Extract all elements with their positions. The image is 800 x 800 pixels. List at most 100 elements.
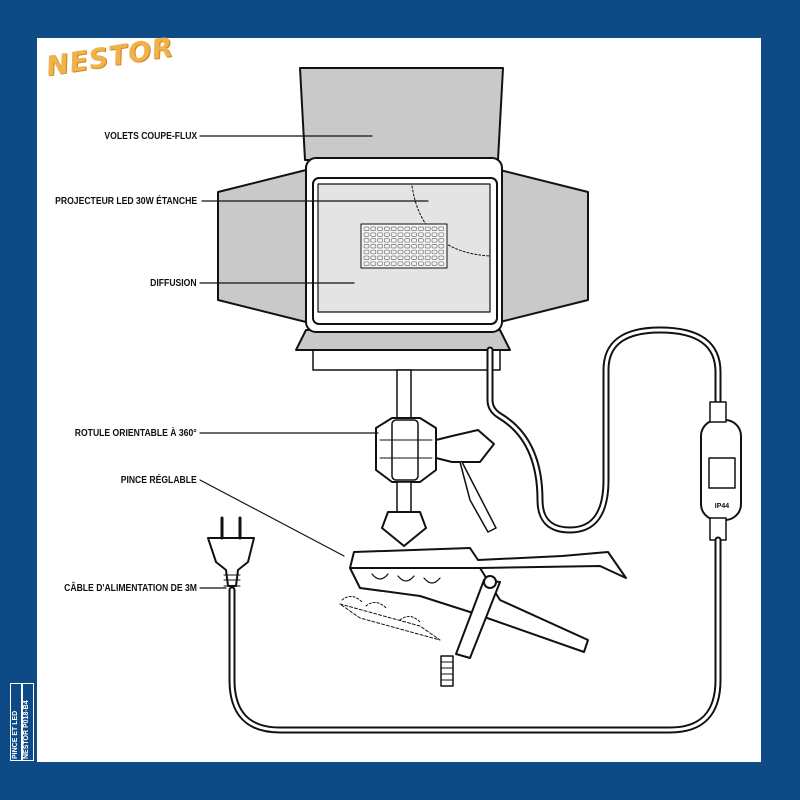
led-chip <box>360 223 448 269</box>
power-plug <box>207 537 255 587</box>
label-diffusion: DIFFUSION <box>150 277 197 289</box>
led-dot <box>377 244 383 249</box>
led-dot <box>431 232 438 237</box>
led-dot <box>438 255 445 260</box>
led-dot <box>370 249 377 255</box>
led-dot <box>411 255 417 260</box>
led-dot <box>377 238 383 243</box>
led-dot <box>384 261 390 266</box>
led-dot <box>424 249 431 255</box>
led-dot <box>384 244 390 249</box>
led-dot <box>390 249 397 255</box>
led-dot <box>438 226 445 231</box>
led-dot <box>363 249 370 255</box>
led-dot <box>390 232 397 237</box>
led-dot <box>438 238 445 243</box>
led-dot <box>424 255 431 260</box>
led-dot <box>411 226 417 231</box>
arm-stem <box>396 369 412 421</box>
label-cable: CÂBLE D'ALIMENTATION DE 3M <box>64 582 197 594</box>
led-dot <box>418 261 424 266</box>
led-dot <box>397 261 404 266</box>
led-dot <box>384 226 390 231</box>
led-dot <box>384 232 390 237</box>
led-dot <box>363 226 370 231</box>
led-dot <box>363 255 370 260</box>
led-dot <box>363 261 370 266</box>
led-dot <box>370 232 377 237</box>
ip-rating-label: IP44 <box>715 503 730 510</box>
led-dot <box>390 255 397 260</box>
led-dot <box>418 226 424 231</box>
led-dot <box>418 255 424 260</box>
led-dot <box>411 261 417 266</box>
led-dot <box>438 261 445 266</box>
led-dot <box>377 261 383 266</box>
leader-clamp <box>199 479 345 557</box>
led-dot <box>431 226 438 231</box>
led-dot <box>377 255 383 260</box>
led-dot <box>363 238 370 243</box>
led-dot <box>431 261 438 266</box>
led-dot <box>384 249 390 255</box>
label-clamp: PINCE RÉGLABLE <box>120 474 197 486</box>
led-dot <box>424 244 431 249</box>
clamp-screw <box>440 655 454 687</box>
led-dot <box>418 238 424 243</box>
label-ball-joint: ROTULE ORIENTABLE À 360° <box>75 427 197 439</box>
led-dot <box>418 232 424 237</box>
led-dot <box>377 226 383 231</box>
led-dot <box>431 238 438 243</box>
label-projector: PROJECTEUR LED 30W ÉTANCHE <box>55 195 197 207</box>
led-dot <box>363 244 370 249</box>
side-product-tag: PINCE ET LED NESTOR P018-B4 <box>10 683 34 761</box>
led-dot <box>384 238 390 243</box>
led-dot <box>370 238 377 243</box>
led-dot <box>397 244 404 249</box>
barn-door-top <box>299 67 504 161</box>
led-dot <box>411 244 417 249</box>
led-dot <box>438 244 445 249</box>
led-dot <box>390 261 397 266</box>
led-dot <box>418 249 424 255</box>
led-dot <box>424 232 431 237</box>
led-dot <box>418 244 424 249</box>
led-dot <box>424 261 431 266</box>
led-dot <box>390 238 397 243</box>
led-dot <box>370 244 377 249</box>
barn-door-right <box>499 169 589 323</box>
led-dot <box>431 244 438 249</box>
led-dot <box>411 232 417 237</box>
clamp-pads <box>371 573 441 584</box>
led-dot <box>397 232 404 237</box>
projector-bracket <box>312 349 501 371</box>
led-dot <box>404 244 411 249</box>
side-tag-line1: PINCE ET LED <box>12 710 19 759</box>
led-dot <box>377 232 383 237</box>
led-dot <box>404 261 411 266</box>
led-dot <box>390 244 397 249</box>
barn-door-left <box>217 169 307 323</box>
led-dot <box>431 249 438 255</box>
led-dot <box>404 238 411 243</box>
lower-joint <box>381 511 427 547</box>
led-dot <box>411 238 417 243</box>
led-dot <box>438 232 445 237</box>
led-dot <box>404 232 411 237</box>
led-dot <box>370 226 377 231</box>
led-dot <box>370 261 377 266</box>
led-dot <box>397 238 404 243</box>
led-dot <box>397 255 404 260</box>
led-dot <box>404 255 411 260</box>
clamp-open-position <box>339 603 441 641</box>
led-dot <box>424 226 431 231</box>
switch-window <box>708 457 736 489</box>
label-barn-doors: VOLETS COUPE-FLUX <box>104 130 197 142</box>
led-dot <box>397 249 404 255</box>
led-dot <box>438 249 445 255</box>
led-dot <box>390 226 397 231</box>
joint-knob <box>435 429 495 463</box>
led-dot <box>384 255 390 260</box>
led-dot <box>397 226 404 231</box>
